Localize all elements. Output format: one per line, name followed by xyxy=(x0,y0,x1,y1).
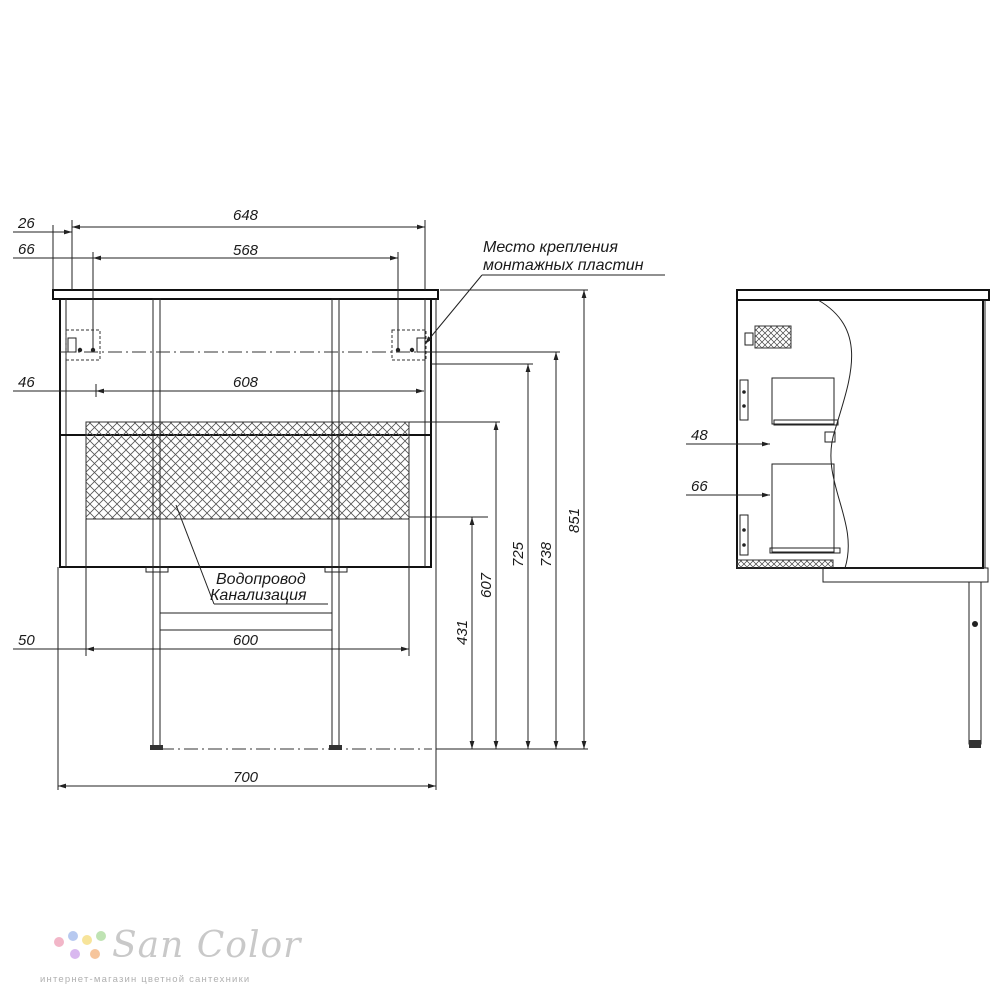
dim-66-side: 66 xyxy=(691,478,708,495)
dim-648: 648 xyxy=(233,207,259,224)
dim-725: 725 xyxy=(510,541,527,567)
watermark-brand: San Color xyxy=(112,925,302,966)
dim-600: 600 xyxy=(233,632,259,649)
mounting-plate-right xyxy=(391,329,427,361)
logo-dot xyxy=(54,937,64,947)
logo-dot xyxy=(68,931,78,941)
logo-dot xyxy=(82,935,92,945)
front-vertical-dimensions xyxy=(409,289,588,750)
front-view xyxy=(52,289,560,750)
pipes-note-line2: Канализация xyxy=(210,587,307,604)
dim-607: 607 xyxy=(478,572,495,598)
front-cabinet-body xyxy=(59,298,432,568)
dim-46: 46 xyxy=(18,374,35,391)
front-frame-legs xyxy=(145,298,348,750)
logo-dot xyxy=(70,949,80,959)
mount-callout-leader xyxy=(424,274,665,345)
pipes-callout-leader xyxy=(175,504,328,605)
logo-dot xyxy=(96,931,106,941)
sancolor-watermark: San Color интернет-магазин цветной санте… xyxy=(40,925,340,995)
front-countertop xyxy=(52,289,439,300)
dim-66-top: 66 xyxy=(18,241,35,258)
watermark-tagline: интернет-магазин цветной сантехники xyxy=(40,974,251,985)
dim-26: 26 xyxy=(17,215,35,232)
pipes-note-line1: Водопровод xyxy=(216,571,306,588)
dim-48-side: 48 xyxy=(691,427,708,444)
mount-note-line1: Место крепления xyxy=(483,239,618,256)
side-countertop xyxy=(736,289,990,301)
side-cutaway-curve xyxy=(817,299,853,569)
mount-note-line2: монтажных пластин xyxy=(483,257,644,274)
side-leg xyxy=(968,581,982,745)
dim-608: 608 xyxy=(233,374,259,391)
logo-dot xyxy=(90,949,100,959)
front-horizontal-dimensions xyxy=(13,220,437,790)
dim-431: 431 xyxy=(454,620,471,645)
dim-851: 851 xyxy=(566,508,583,533)
side-dimensions xyxy=(686,441,770,498)
side-base-rail xyxy=(822,567,989,583)
dim-700: 700 xyxy=(233,769,259,786)
dim-568: 568 xyxy=(233,242,259,259)
side-view xyxy=(736,289,990,748)
mounting-plate-left xyxy=(65,329,101,361)
pipe-zone-hatch xyxy=(85,421,410,520)
dim-50: 50 xyxy=(18,632,35,649)
dim-738: 738 xyxy=(538,541,555,567)
